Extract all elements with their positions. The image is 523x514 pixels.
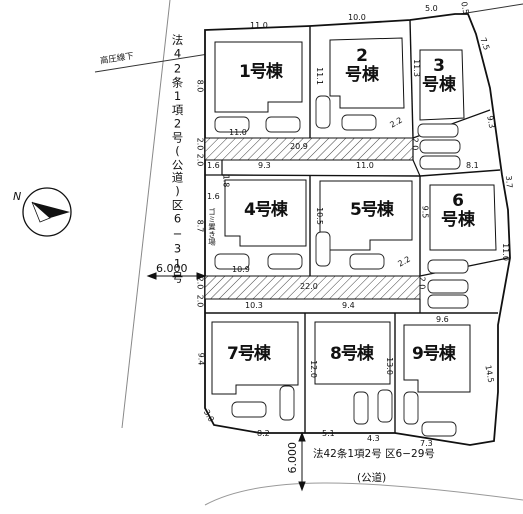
dim-lot4-left: 8.7 — [195, 219, 205, 233]
dim-right-110: 11.0 — [500, 243, 510, 261]
unit-1-label: 1号棟 — [239, 62, 283, 82]
dim-drive1-left: 2.0 — [195, 137, 205, 151]
house-1 — [214, 41, 303, 113]
dim-right-145: 14.5 — [483, 364, 496, 384]
dim-gomi-w: 1.6 — [207, 161, 220, 170]
dim-bot-73: 7.3 — [420, 439, 433, 448]
dim-lot5-left: 10.5 — [314, 207, 324, 225]
dim-right-37: 3.7 — [503, 175, 514, 189]
dim-bot-82: 8.2 — [257, 429, 270, 438]
west-road-edge — [121, 0, 171, 429]
road-width-arrows — [146, 272, 306, 492]
house-8 — [314, 321, 391, 385]
south-road-width: 6.000 — [286, 442, 299, 474]
dim-drive1-bot-2: 11.0 — [356, 161, 374, 170]
dim-gomi-h: 1.8 — [221, 174, 231, 188]
dim-bot-51: 5.1 — [322, 429, 335, 438]
dim-drive2-right: 2.0 — [417, 276, 427, 290]
dim-top-1: 11.0 — [250, 21, 268, 30]
unit-4-label: 4号棟 — [244, 200, 288, 220]
garbage-area-label: ゴミ置き場 — [207, 208, 217, 246]
house-4 — [224, 179, 307, 247]
unit-9-label: 9号棟 — [412, 344, 456, 364]
dim-lot3-left: 11.3 — [411, 59, 421, 77]
dim-drive1-len1: 11.0 — [229, 128, 247, 137]
dim-gomi-w2: 1.6 — [207, 192, 220, 201]
dim-drive2-len2: 22.0 — [300, 282, 318, 291]
parking-cars — [214, 95, 469, 437]
house-9 — [403, 324, 471, 393]
dim-lot1-left: 8.0 — [195, 79, 205, 93]
dim-drive2-len1: 10.9 — [232, 265, 250, 274]
dim-top-3: 5.0 — [425, 4, 438, 13]
south-road-label: 法42条1項2号 区6−29号 — [313, 448, 435, 460]
south-road-label-2: (公道) — [357, 472, 387, 484]
unit-8-label: 8号棟 — [330, 344, 374, 364]
dim-drive2-bot-left: 2.0 — [195, 294, 205, 308]
dim-lot9-top: 9.6 — [436, 315, 449, 324]
north-arrow — [22, 187, 72, 237]
driveway-1 — [204, 137, 414, 161]
dim-top-2: 10.0 — [348, 13, 366, 22]
dim-drive2-bot-1: 10.3 — [245, 301, 263, 310]
west-road-label: 法42条1項2号(公道)区6−31号 — [170, 34, 185, 284]
house-6 — [429, 184, 497, 251]
dim-right-93: 9.3 — [485, 114, 497, 129]
dim-drive1-bot-1: 9.3 — [258, 161, 271, 170]
dim-drive1-right: 2.0 — [410, 137, 420, 151]
dim-drive1-bot-left: 2.0 — [195, 153, 205, 167]
west-road-width: 6.000 — [156, 262, 188, 275]
house-3 — [419, 49, 465, 121]
dim-lot9-left: 13.0 — [384, 357, 394, 375]
south-road-edge — [204, 482, 523, 506]
dim-drive2-bot-2: 9.4 — [342, 301, 355, 310]
dim-drive1-bot-right: 8.1 — [466, 161, 479, 170]
dim-lot8-left: 12.0 — [308, 360, 318, 378]
house-7 — [211, 321, 299, 395]
dim-lot2-left: 11.1 — [314, 67, 324, 85]
dim-lot6-left: 9.5 — [420, 205, 430, 219]
house-2 — [329, 37, 405, 109]
dim-top-4: 0.5 — [459, 0, 471, 15]
north-label: N — [13, 190, 22, 203]
driveway-2 — [204, 275, 421, 300]
unit-7-label: 7号棟 — [227, 344, 271, 364]
unit-5-label: 5号棟 — [350, 200, 394, 220]
dim-lot7-left: 9.4 — [196, 352, 206, 366]
dim-drive2-left: 2.0 — [195, 276, 205, 290]
dim-bot-43: 4.3 — [367, 434, 380, 443]
dim-drive1-len2: 20.9 — [290, 142, 308, 151]
